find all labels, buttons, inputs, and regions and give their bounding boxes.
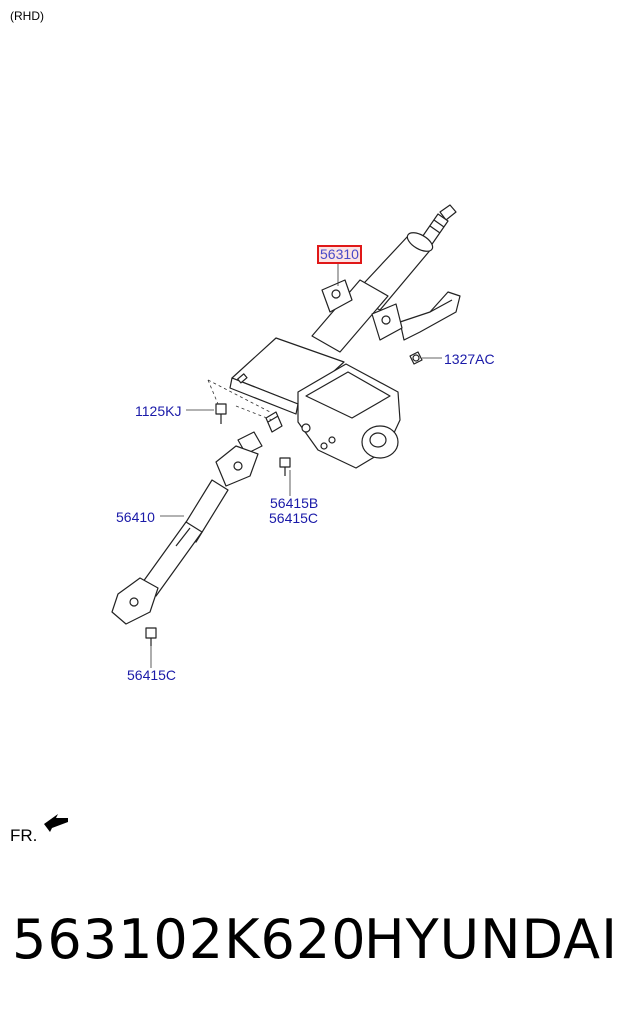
reference-lines (207, 379, 273, 421)
callout-56415b[interactable]: 56415B (270, 495, 319, 511)
variant-label: (RHD) (10, 9, 44, 23)
callout-56415c-upper[interactable]: 56415C (269, 510, 319, 526)
intermediate-shaft (111, 431, 263, 625)
front-direction-label: FR. (10, 826, 38, 845)
leader-lines (150, 262, 442, 668)
parts-diagram: (RHD) 56310 1327AC 1125KJ 56415B 56415C … (10, 9, 495, 845)
front-arrow-icon (44, 814, 68, 832)
bolt-icons (145, 351, 423, 646)
brand-name: HYUNDAI (364, 908, 619, 971)
callout-56410[interactable]: 56410 (116, 509, 155, 525)
callout-1327ac[interactable]: 1327AC (444, 351, 495, 367)
column-tube (311, 232, 434, 353)
callout-56310[interactable]: 56310 (317, 245, 362, 264)
steering-column-illustration (44, 204, 461, 832)
lower-column-stub (265, 411, 283, 433)
part-number: 563102K620 (12, 908, 367, 971)
upper-bracket (321, 279, 403, 341)
motor-housing (297, 363, 401, 469)
callout-1125kj[interactable]: 1125KJ (135, 403, 182, 419)
callout-56415c-lower[interactable]: 56415C (127, 667, 177, 683)
tilt-lever (399, 291, 461, 341)
footer-banner (0, 850, 620, 1017)
